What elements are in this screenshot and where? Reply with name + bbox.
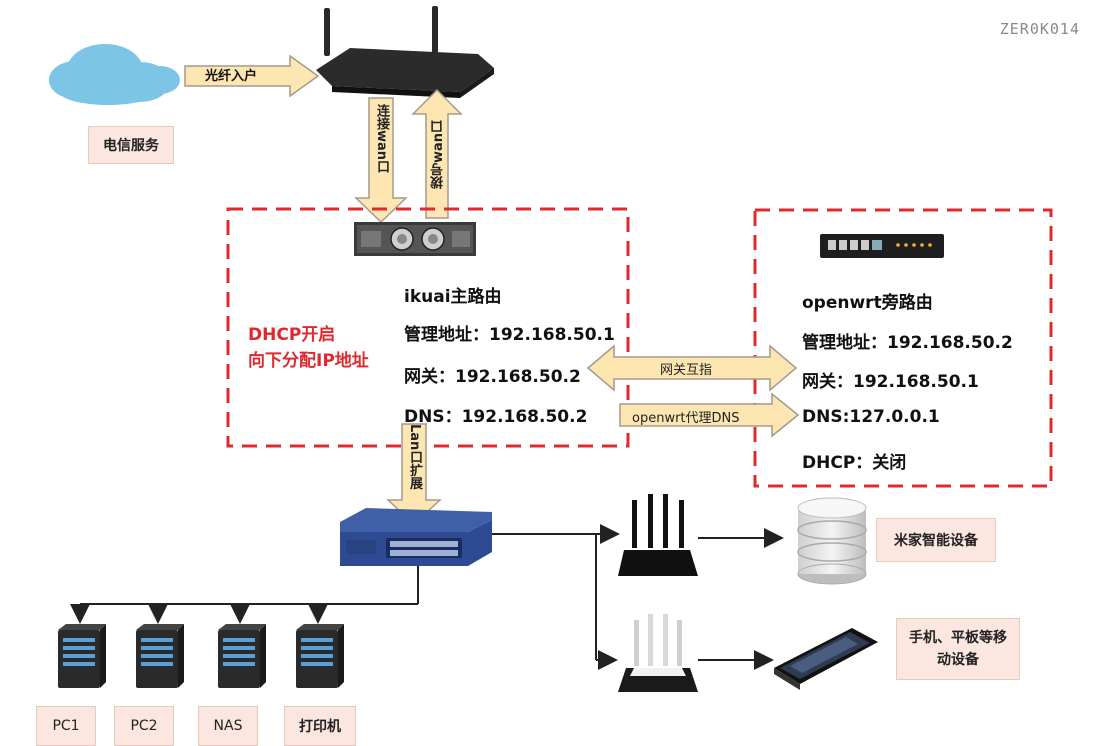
pc-tower-icon (136, 624, 184, 688)
cloud-icon (49, 44, 180, 105)
mobile-label-line2: 动设备 (937, 652, 979, 668)
ikuai-title: ikuai主路由 (404, 287, 502, 307)
router-icon (316, 6, 494, 98)
openwrt-dashed-box (753, 208, 1053, 488)
openwrt-dns-label: openwrt代理DNS (632, 411, 740, 426)
connect-wan-arrow (354, 97, 408, 224)
openwrt-title: openwrt旁路由 (802, 293, 933, 313)
pc-tower-icon (58, 624, 106, 688)
dhcp-note: DHCP开启 向下分配IP地址 (248, 322, 369, 374)
server-icon (354, 222, 476, 256)
dial-wan-label: 拨号wan口 (431, 120, 446, 190)
ikuai-mgmt: 管理地址：192.168.50.1 (404, 325, 615, 345)
ikuai-dns: DNS：192.168.50.2 (404, 407, 588, 427)
switch-icon (340, 508, 492, 566)
dial-wan-arrow (411, 88, 463, 219)
ikuai-dashed-box (226, 207, 630, 448)
dhcp-note-line2: 向下分配IP地址 (248, 351, 369, 371)
connect-wan-label: 连接wan口 (374, 104, 389, 174)
pc2-label: PC2 (114, 706, 174, 746)
mobile-label-line1: 手机、平板等移 (909, 630, 1007, 646)
openwrt-device-icon (820, 234, 944, 258)
watermark: ZER0K014 (999, 20, 1080, 38)
switch-links (70, 524, 784, 670)
pc-tower-icon (218, 624, 266, 688)
pc1-label: PC1 (36, 706, 96, 746)
openwrt-gateway: 网关：192.168.50.1 (802, 372, 979, 392)
mobile-label: 手机、平板等移 动设备 (896, 618, 1020, 680)
wifi-router-icon (618, 614, 698, 692)
phone-icon (774, 628, 878, 690)
openwrt-mgmt: 管理地址：192.168.50.2 (802, 333, 1013, 353)
dns-arrow (619, 392, 800, 438)
ikuai-gateway: 网关：192.168.50.2 (404, 367, 581, 387)
storage-icon (797, 497, 867, 585)
pc-tower-icon (296, 624, 344, 688)
gateway-double-arrow (586, 344, 798, 392)
lan-expand-label: Lan口扩展 (407, 424, 422, 490)
mijia-label: 米家智能设备 (876, 518, 996, 562)
fiber-label: 光纤入户 (205, 69, 258, 84)
telecom-label: 电信服务 (88, 126, 174, 164)
printer-label: 打印机 (284, 706, 356, 746)
nas-label: NAS (198, 706, 258, 746)
openwrt-dhcp: DHCP：关闭 (802, 453, 907, 473)
wifi-router-icon (618, 494, 698, 576)
fiber-arrow (184, 54, 320, 98)
gateway-mutual-label: 网关互指 (660, 363, 713, 378)
dhcp-note-line1: DHCP开启 (248, 325, 336, 345)
openwrt-dns: DNS:127.0.0.1 (802, 407, 940, 427)
